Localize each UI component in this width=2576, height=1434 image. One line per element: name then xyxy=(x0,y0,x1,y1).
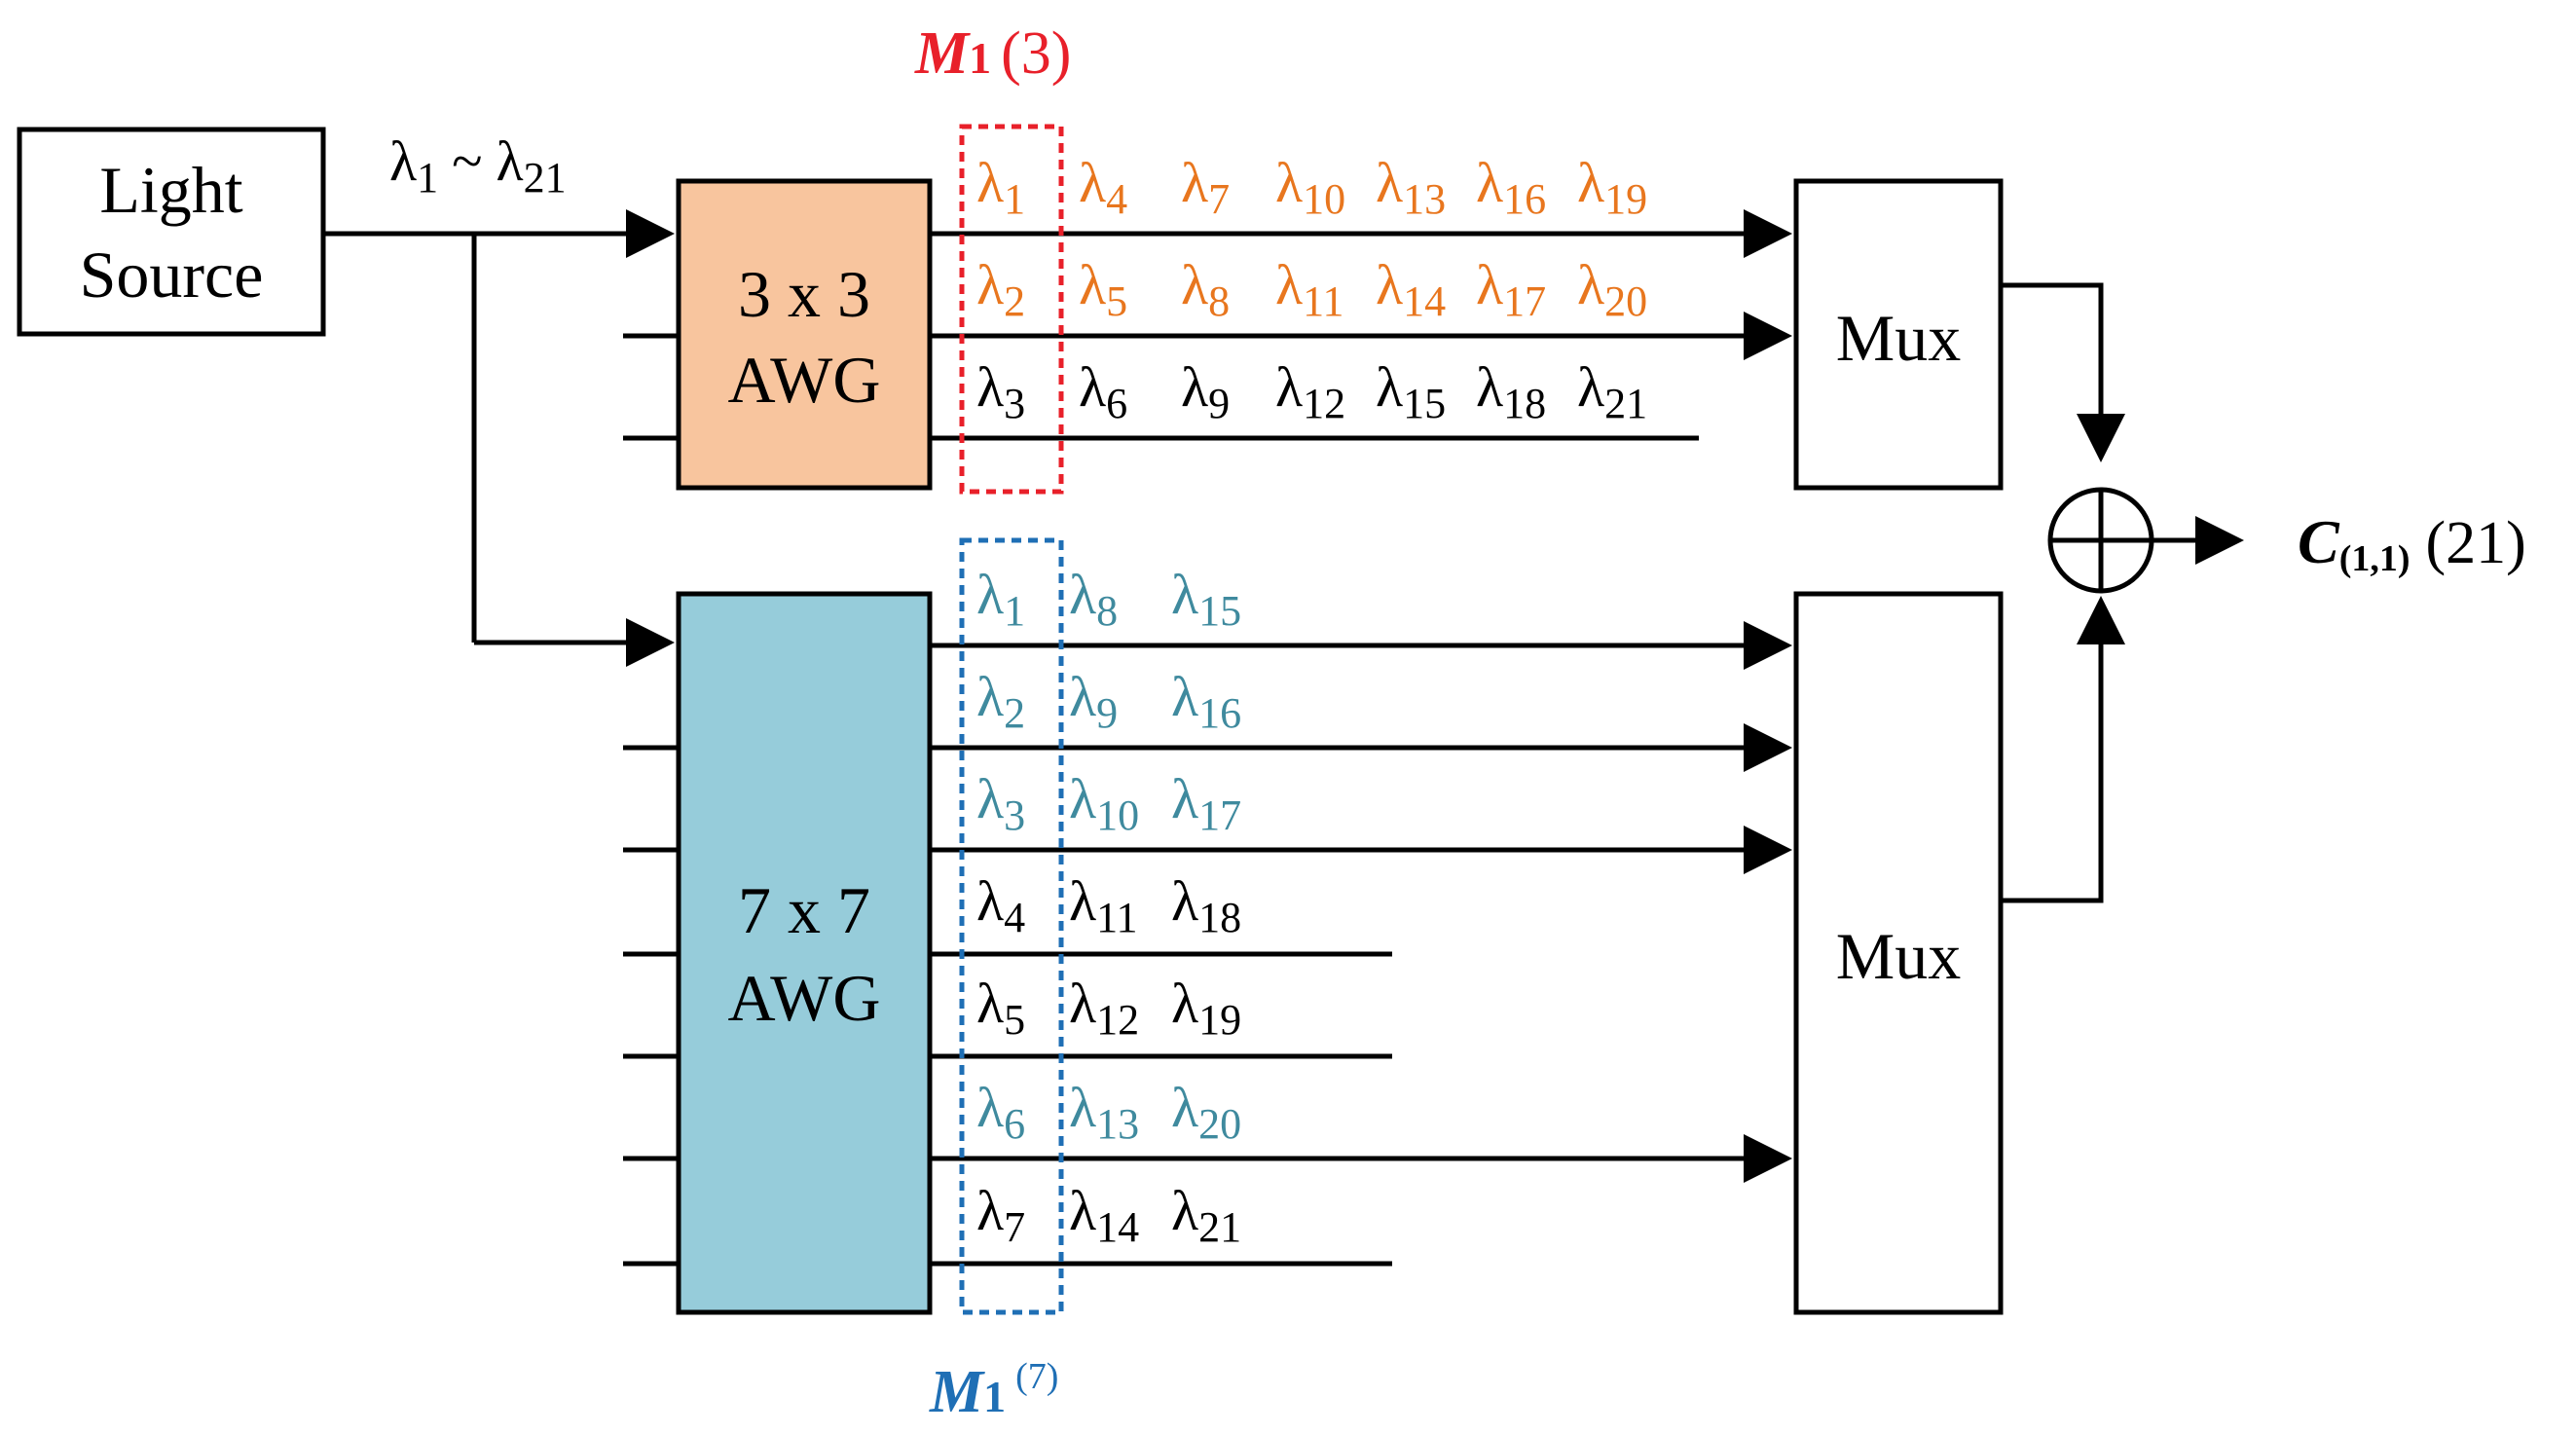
awg7-output-row5-lambda-19: λ19 xyxy=(1171,972,1241,1044)
awg3-output-row2-lambda-8: λ8 xyxy=(1181,253,1230,325)
light-source-label-line2: Source xyxy=(80,238,264,312)
awg3-output-row3-lambda-3: λ3 xyxy=(976,355,1025,427)
awg7-output-row1-lambda-15: λ15 xyxy=(1171,563,1241,635)
awg3-output-row3-lambda-15: λ15 xyxy=(1376,355,1446,427)
awg7-output-row4-lambda-18: λ18 xyxy=(1171,869,1241,941)
awg7-output-row7-lambda-14: λ14 xyxy=(1069,1179,1139,1251)
awg7-output-row2-lambda-9: λ9 xyxy=(1069,665,1118,737)
m1-7-selection-box xyxy=(959,537,1064,1315)
awg7-wavelength-labels: λ1 λ8 λ15 λ2 λ9 λ16 λ3 λ10 λ17 λ4 λ11 λ18 λ5 λ12 λ19 λ6… xyxy=(976,563,1241,1251)
input-wavelength-range: λ1~λ21 xyxy=(389,129,567,202)
m1-7-label: M1(7) xyxy=(929,1356,1058,1425)
awg3-output-row1-lambda-7: λ7 xyxy=(1181,151,1230,223)
awg3-output-row1-lambda-13: λ13 xyxy=(1376,151,1446,223)
light-source-box xyxy=(17,127,326,337)
mux-top-box xyxy=(1793,178,2004,491)
awg3-output-row3-lambda-9: λ9 xyxy=(1181,355,1230,427)
awg7-output-row5-lambda-12: λ12 xyxy=(1069,972,1139,1044)
awg7-output-row3-lambda-10: λ10 xyxy=(1069,767,1139,839)
awg3-output-row1-lambda-19: λ19 xyxy=(1577,151,1647,223)
output-code-label: C(1,1)(21) xyxy=(2298,507,2526,579)
awg7-input-ports xyxy=(623,745,679,1267)
awg7-output-row3-lambda-3: λ3 xyxy=(976,767,1025,839)
awg3-output-row2-lambda-20: λ20 xyxy=(1577,253,1647,325)
awg7-output-row6-lambda-13: λ13 xyxy=(1069,1076,1139,1148)
awg3-output-row1-lambda-10: λ10 xyxy=(1275,151,1345,223)
awg3-output-row2-lambda-17: λ17 xyxy=(1476,253,1546,325)
awg7-output-row1-lambda-1: λ1 xyxy=(976,563,1025,635)
awg7-output-row6-lambda-6: λ6 xyxy=(976,1076,1025,1148)
awg3-output-row1-lambda-16: λ16 xyxy=(1476,151,1546,223)
awg3-output-row2-lambda-11: λ11 xyxy=(1275,253,1344,325)
awg-7x7-label-line2: AWG xyxy=(728,961,881,1035)
awg3-output-row3-lambda-6: λ6 xyxy=(1079,355,1127,427)
mux-top-to-combiner-wire xyxy=(2001,282,2125,462)
mux-bottom-label: Mux xyxy=(1836,919,1961,993)
awg7-output-row3-lambda-17: λ17 xyxy=(1171,767,1241,839)
awg3-output-row1-lambda-1: λ1 xyxy=(976,151,1025,223)
awg7-output-row4-lambda-4: λ4 xyxy=(976,869,1025,941)
awg7-output-row6-lambda-20: λ20 xyxy=(1171,1076,1241,1148)
awg-3x3-label-line1: 3 x 3 xyxy=(738,257,870,331)
mux-bottom-box xyxy=(1793,591,2004,1315)
awg7-output-row5-lambda-5: λ5 xyxy=(976,972,1025,1044)
mux-top-label: Mux xyxy=(1836,301,1961,375)
awg3-output-row3-lambda-18: λ18 xyxy=(1476,355,1546,427)
combiner-symbol xyxy=(2047,487,2154,594)
awg3-output-row2-lambda-5: λ5 xyxy=(1079,253,1127,325)
awg3-output-row2-lambda-14: λ14 xyxy=(1376,253,1446,325)
awg7-output-row2-lambda-16: λ16 xyxy=(1171,665,1241,737)
awg7-output-row4-lambda-11: λ11 xyxy=(1069,869,1138,941)
awg-7x7-box xyxy=(676,591,933,1315)
awg3-output-row2-lambda-2: λ2 xyxy=(976,253,1025,325)
light-source-label-line1: Light xyxy=(99,153,242,227)
m1-3-label: M1(3) xyxy=(914,20,1071,87)
awg3-output-row3-lambda-21: λ21 xyxy=(1577,355,1647,427)
awg-7x7-label-line1: 7 x 7 xyxy=(738,873,870,947)
awg7-output-row2-lambda-2: λ2 xyxy=(976,665,1025,737)
mux-bottom-to-combiner-wire xyxy=(2001,596,2125,903)
awg7-output-row7-lambda-21: λ21 xyxy=(1171,1179,1241,1251)
awg7-output-row1-lambda-8: λ8 xyxy=(1069,563,1118,635)
awg-3x3-box xyxy=(676,178,933,491)
awg3-output-row1-lambda-4: λ4 xyxy=(1079,151,1127,223)
awg7-output-row7-lambda-7: λ7 xyxy=(976,1179,1025,1251)
awg3-wavelength-labels: λ1 λ4 λ7 λ10 λ13 λ16 λ19 λ2 λ5 λ8 λ11 λ14 λ17 λ20 λ3 λ6… xyxy=(976,151,1647,427)
awg-3x3-label-line2: AWG xyxy=(728,343,881,417)
m1-3-selection-box xyxy=(959,124,1064,495)
awg3-output-row3-lambda-12: λ12 xyxy=(1275,355,1345,427)
